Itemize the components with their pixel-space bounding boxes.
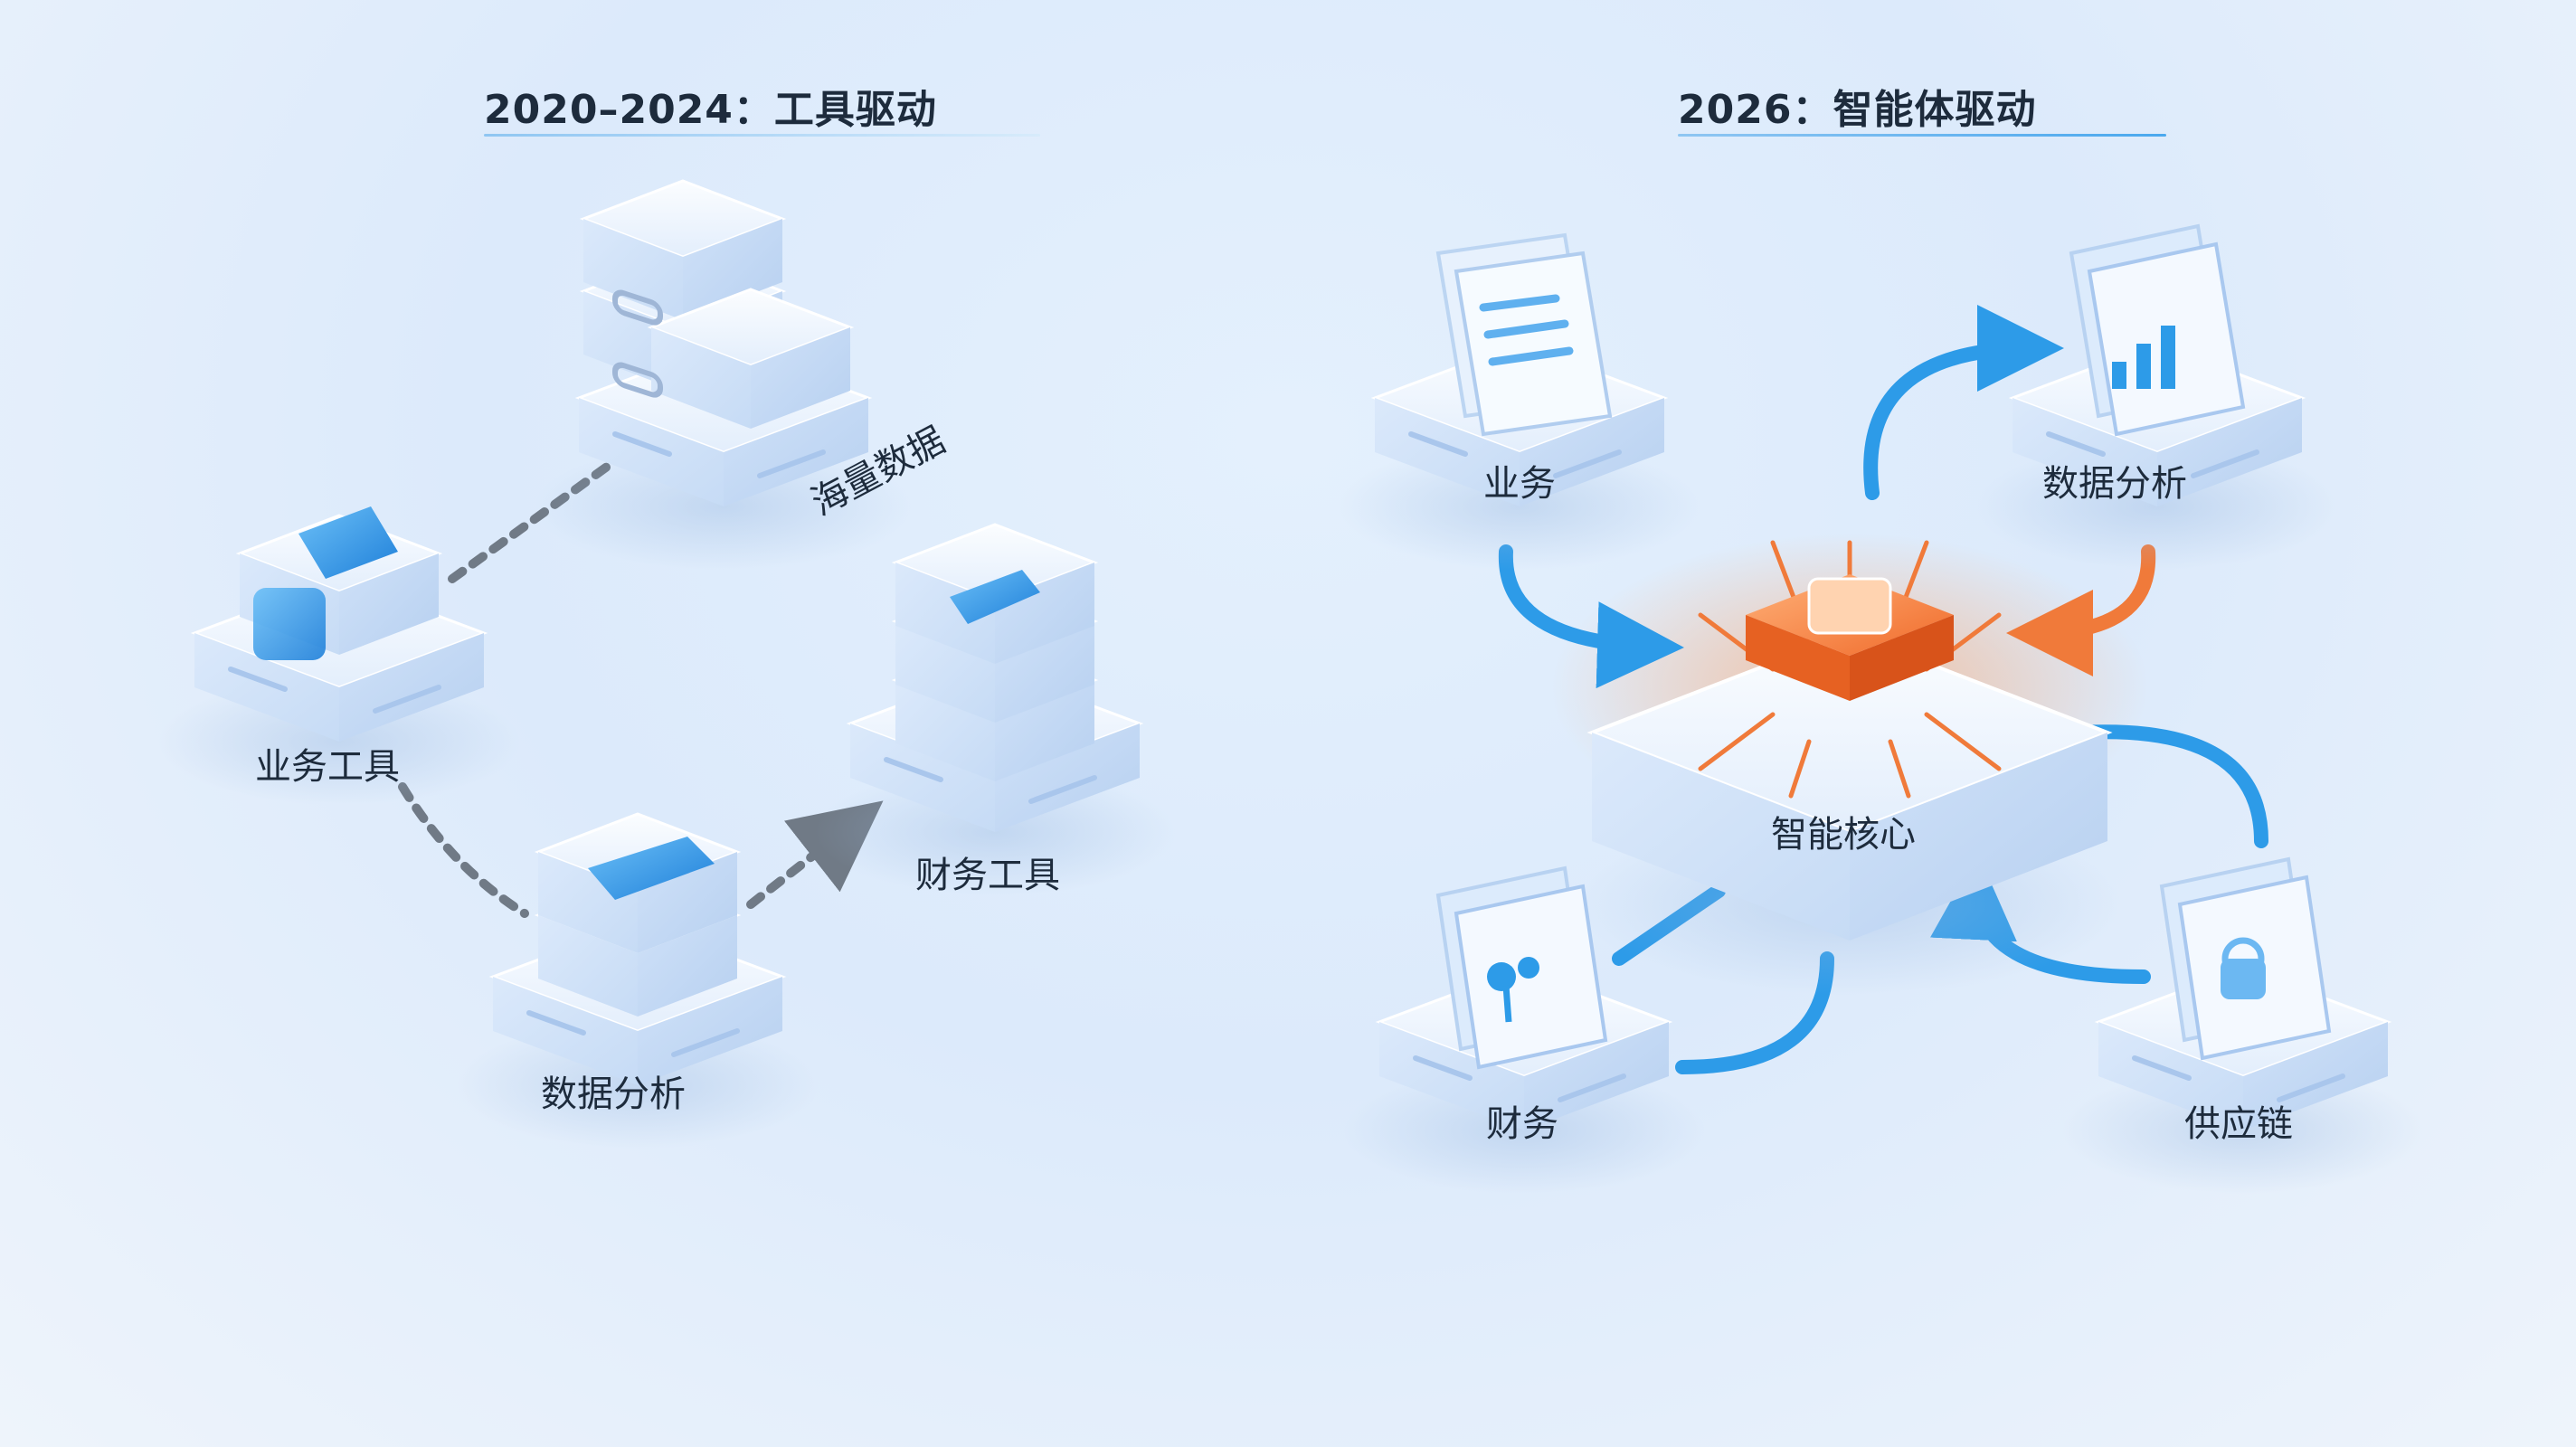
finance-tree-icon [1435,865,1608,1070]
flow-business-to-core [1498,544,1684,689]
node-finance-tools [814,523,1176,895]
label-finance-tools: 财务工具 [915,855,1060,896]
right-title-underline [1678,134,2166,137]
node-data-analysis-left [457,812,819,1149]
flow-core-to-analytics [1863,305,2064,500]
node-data-analysis-right [1976,223,2338,570]
connector-tools-to-analysis [398,782,529,918]
flow-core-to-supply [2073,724,2268,848]
bar-chart-icon [2069,223,2246,437]
lock-icon [2159,856,2332,1061]
label-core: 智能核心 [1771,814,1916,856]
flow-analytics-to-core [2006,544,2156,676]
label-data-analysis-left: 数据分析 [541,1073,686,1115]
label-finance: 财务 [1486,1103,1558,1145]
label-business-tools: 业务工具 [255,746,400,788]
wrench-icon [253,588,326,660]
label-business: 业务 [1483,463,1556,505]
left-panel-title: 2020–2024：工具驱动 [484,87,937,133]
left-title-underline [484,134,1040,137]
finance-card-icon [950,570,1040,624]
node-business-tools [158,506,520,805]
chip-circuit-icon [1698,540,2002,799]
node-business [1339,232,1700,570]
node-mass-data [534,179,914,570]
label-data-analysis-right: 数据分析 [2042,463,2187,505]
node-finance [1343,865,1705,1194]
analytics-icon [588,837,715,900]
document-icon [1435,232,1613,437]
node-core [1578,540,2121,995]
node-supply-chain [2062,856,2424,1194]
right-panel-title: 2026：智能体驱动 [1678,87,2037,133]
chart-block-icon [298,506,398,579]
label-supply-chain: 供应链 [2184,1103,2293,1145]
